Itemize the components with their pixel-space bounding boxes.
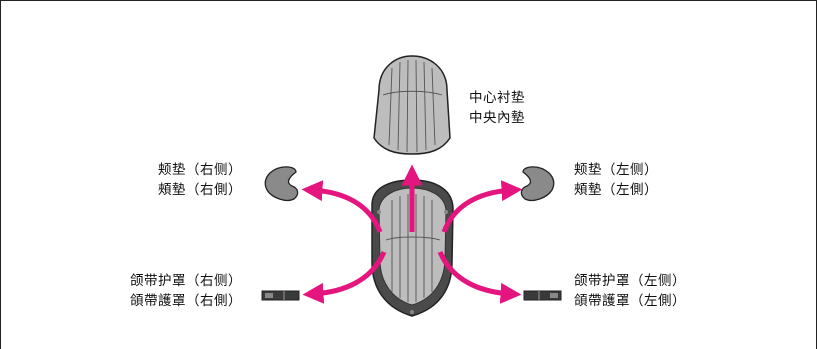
cheek-pad-left-label: 颊垫（左侧） 頰墊（左側） xyxy=(574,162,658,198)
center-pad-illustration xyxy=(373,55,451,155)
cheek-pad-left-illustration xyxy=(520,166,555,202)
chin-strap-cover-right-illustration xyxy=(261,290,300,301)
arrow-cheek-right xyxy=(301,180,383,233)
helmet-shell xyxy=(371,179,454,317)
cheek-pad-right-label: 颊垫（右侧） 頰墊（右側） xyxy=(158,162,242,198)
arrow-cheek-left xyxy=(441,180,523,233)
chin-strap-cover-left-label: 颌带护罩（左侧） 頜帶護罩（左側） xyxy=(574,273,686,309)
cheek-pad-right-illustration xyxy=(264,166,299,202)
center-pad-label: 中心衬垫 中央內墊 xyxy=(469,90,525,126)
chin-strap-cover-right-label: 颌带护罩（右侧） 頜帶護罩（右側） xyxy=(130,273,242,309)
arrow-chin-left xyxy=(437,250,522,304)
chin-strap-cover-left-illustration xyxy=(523,290,562,301)
arrow-chin-right xyxy=(302,250,387,304)
